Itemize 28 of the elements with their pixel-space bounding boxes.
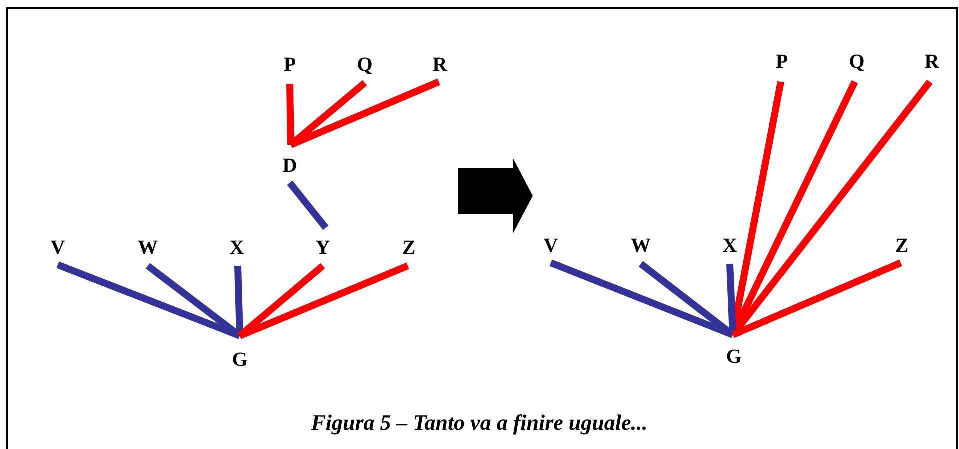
node-label: P (774, 52, 790, 72)
node-label: P (282, 55, 298, 75)
node-label: Z (894, 236, 910, 256)
node-label: G (231, 350, 249, 370)
figure-caption: Figura 5 – Tanto va a finire uguale... (311, 410, 648, 435)
node-label: W (138, 238, 158, 258)
node-label: W (631, 236, 651, 256)
connector-line (732, 260, 902, 338)
connector-line (290, 78, 440, 148)
node-label: V (542, 236, 560, 256)
connector-line (56, 262, 242, 340)
node-label: R (432, 55, 448, 75)
connector-line (286, 84, 294, 146)
connector-line (638, 261, 736, 338)
connector-line (238, 262, 410, 340)
node-label: Q (356, 55, 374, 75)
node-label: V (50, 238, 66, 258)
connector-line (550, 260, 734, 338)
connector-line (287, 180, 329, 230)
connector-line (146, 263, 242, 339)
node-label: G (725, 347, 743, 367)
node-label: Z (401, 238, 417, 258)
node-label: D (282, 156, 298, 176)
node-label: Y (314, 238, 332, 258)
node-label: Q (848, 52, 866, 72)
node-label: X (228, 238, 246, 258)
node-label: X (722, 236, 738, 256)
node-label: R (924, 52, 940, 72)
